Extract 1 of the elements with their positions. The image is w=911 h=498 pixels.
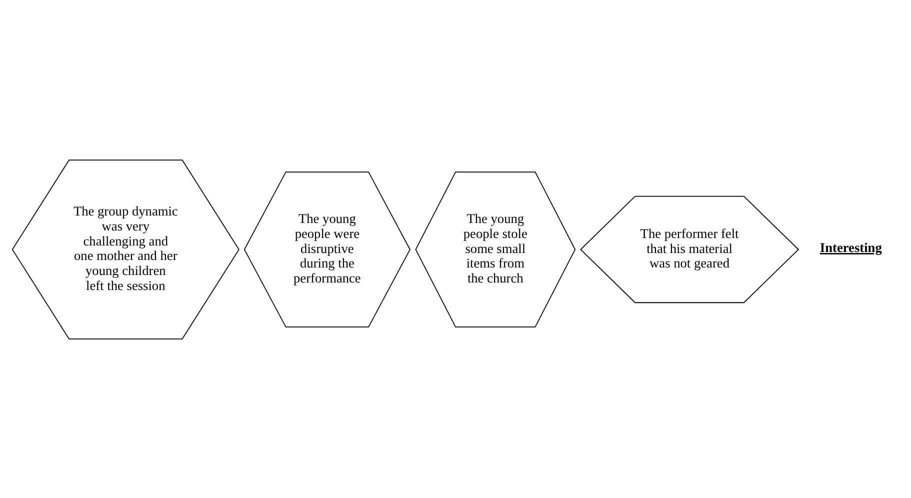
label: Interesting <box>820 240 882 255</box>
